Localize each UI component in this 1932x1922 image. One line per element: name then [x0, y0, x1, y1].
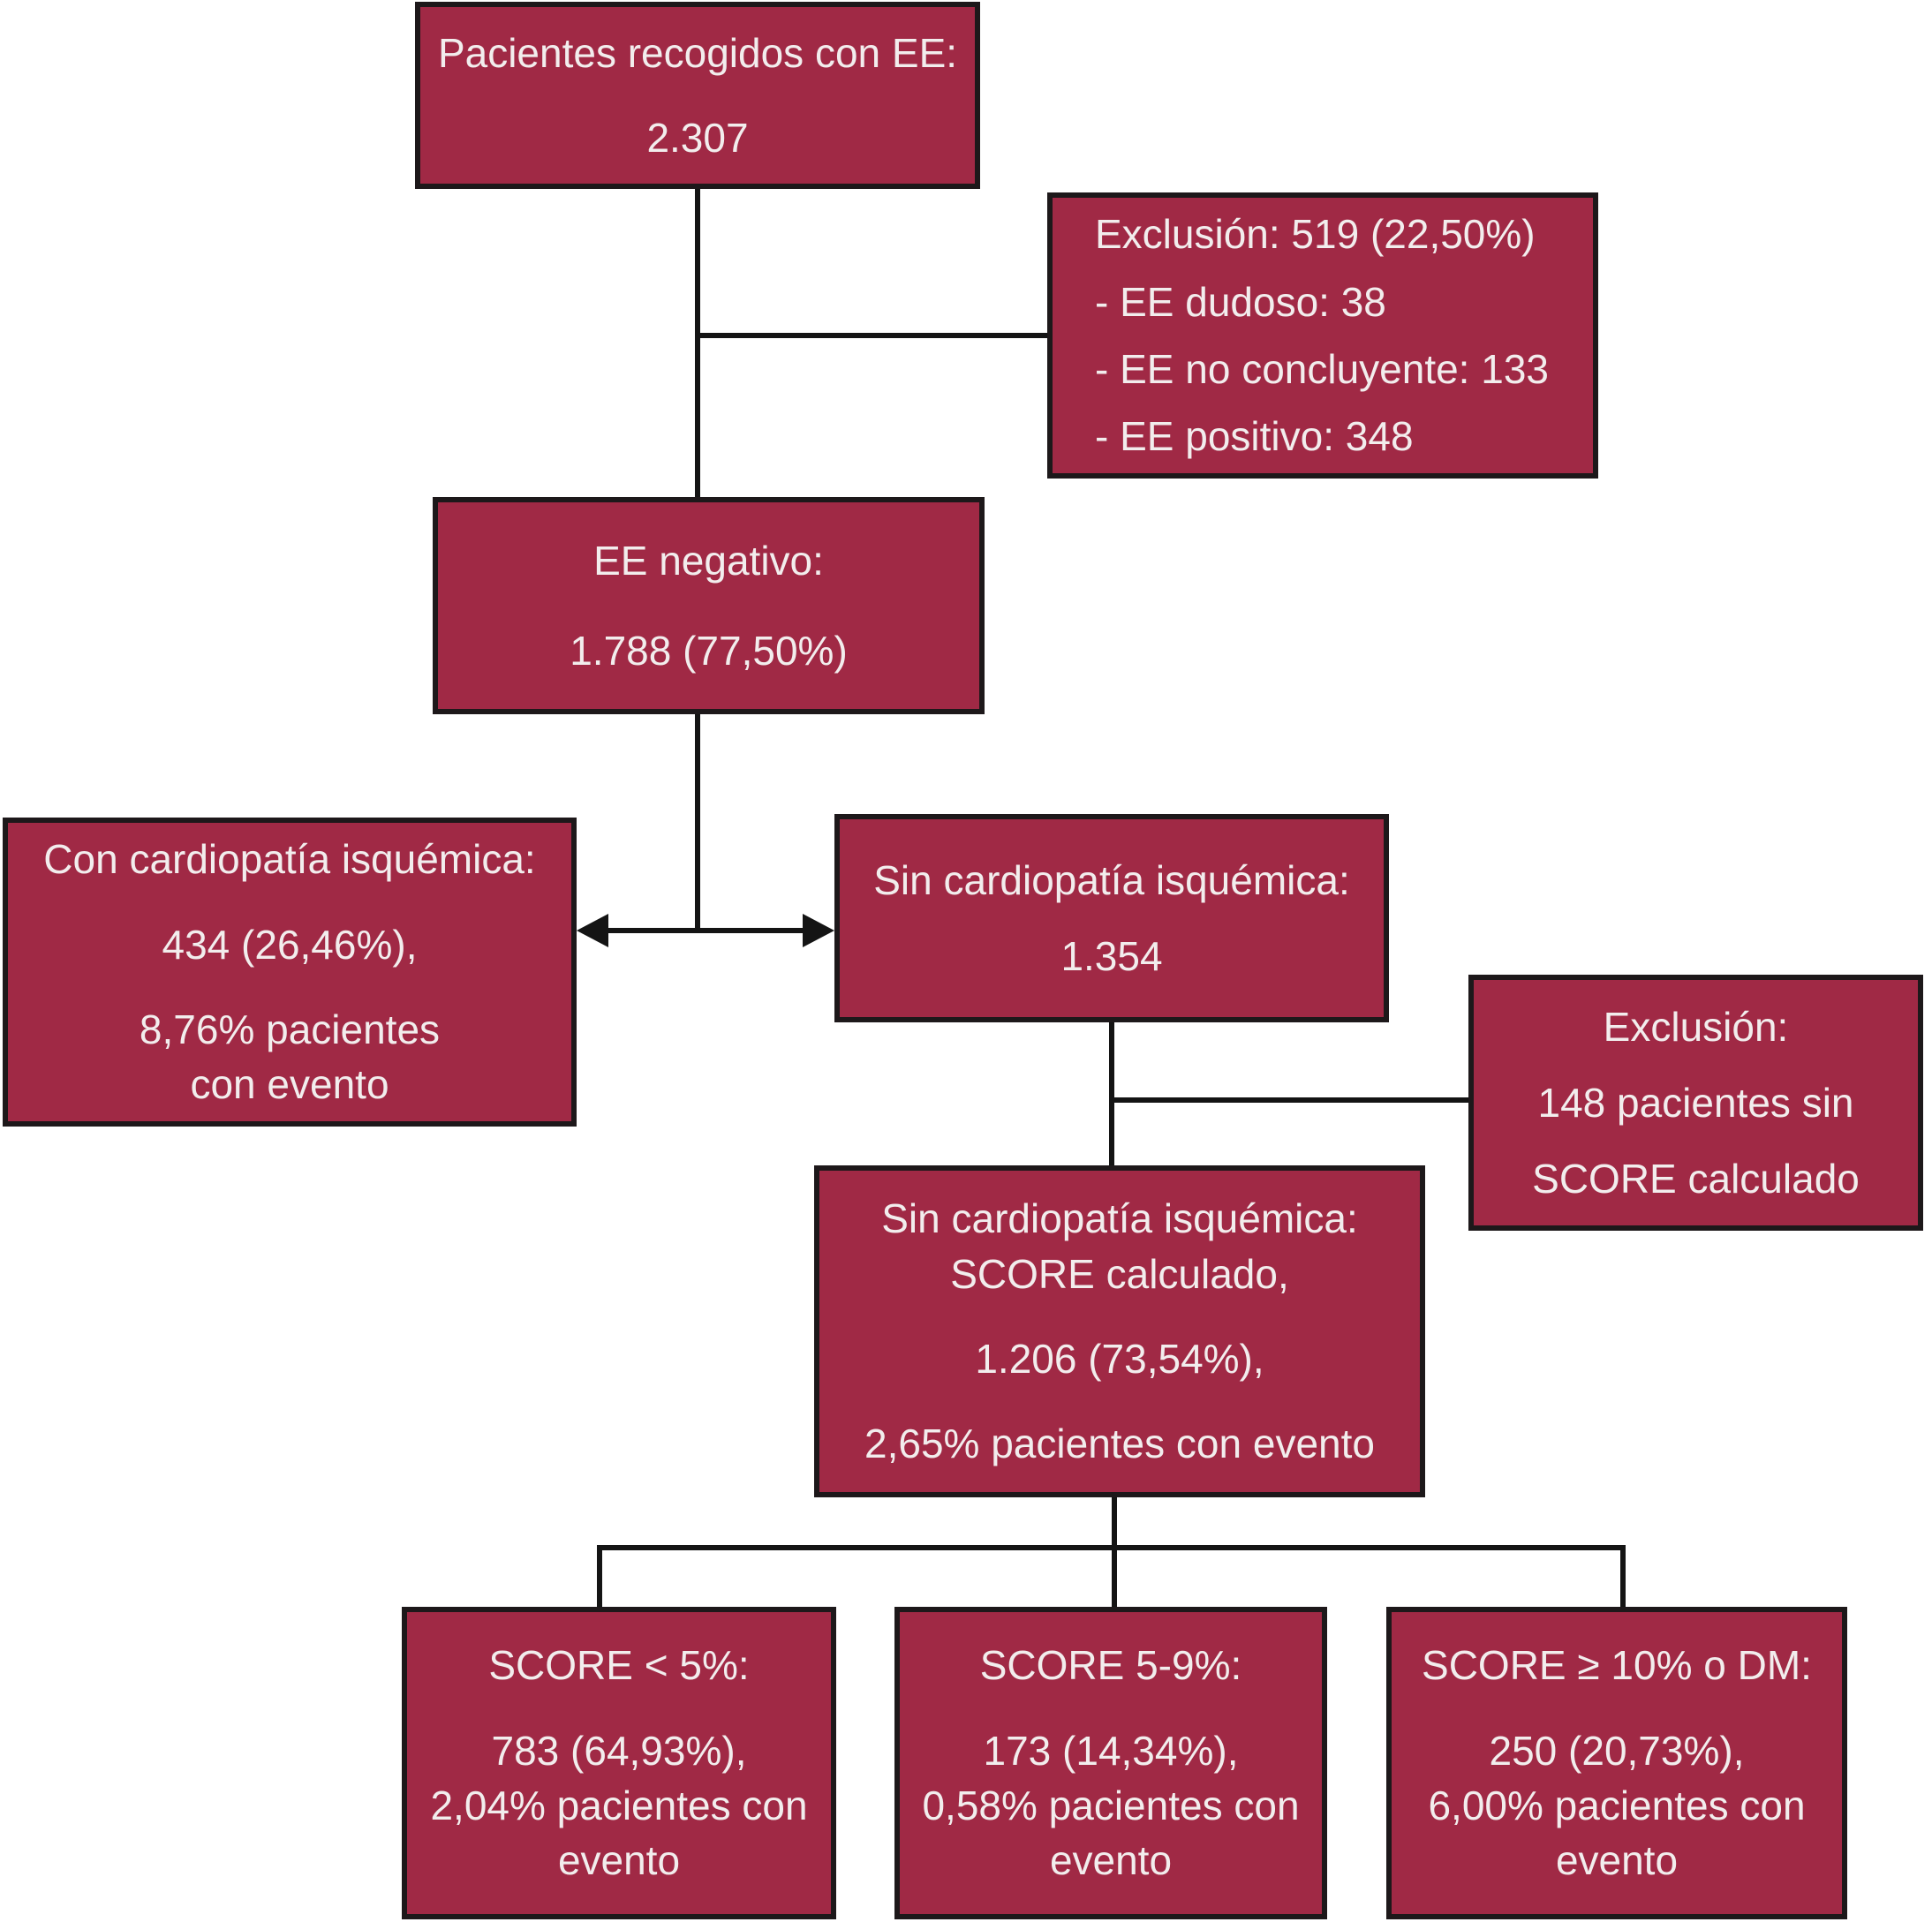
node-score-menor-5: SCORE < 5%: 783 (64,93%), 2,04% paciente…: [402, 1607, 836, 1919]
connector-eenegativo-down: [695, 712, 700, 932]
node-text-line: Sin cardiopatía isquémica:: [873, 856, 1350, 903]
node-sin-cardiopatia-score-calculado: Sin cardiopatía isquémica: SCORE calcula…: [814, 1165, 1425, 1497]
node-exclusion-ee: Exclusión: 519 (22,50%) - EE dudoso: 38 …: [1047, 192, 1598, 479]
connector-branch-exclusion2: [1112, 1097, 1468, 1103]
node-text-line: - EE positivo: 348: [1095, 413, 1414, 460]
arrow-right-icon: [803, 914, 834, 947]
node-text-line: SCORE ≥ 10% o DM:: [1422, 1642, 1812, 1689]
node-text-line: Exclusión:: [1603, 1003, 1789, 1050]
node-pacientes-recogidos: Pacientes recogidos con EE: 2.307: [415, 2, 980, 189]
connector-drop-score-low: [597, 1545, 602, 1609]
node-text-line: SCORE < 5%:: [488, 1642, 750, 1689]
node-text-line: 8,76% pacientes: [139, 1006, 441, 1052]
node-text-line: Sin cardiopatía isquémica:: [881, 1195, 1358, 1242]
node-text-line: evento: [1555, 1837, 1679, 1884]
node-score-mayor-10-o-dm: SCORE ≥ 10% o DM: 250 (20,73%), 6,00% pa…: [1386, 1607, 1847, 1919]
node-text-line: con evento: [190, 1061, 389, 1108]
node-text-line: 173 (14,34%),: [983, 1727, 1239, 1774]
arrow-left-icon: [577, 914, 608, 947]
node-text-line: 2.307: [646, 115, 749, 161]
connector-score-to-distributor: [1112, 1495, 1117, 1550]
node-text-line: - EE no concluyente: 133: [1095, 346, 1549, 392]
node-text-line: 148 pacientes sin: [1537, 1079, 1854, 1126]
node-text-line: 1.206 (73,54%),: [975, 1336, 1264, 1382]
node-text-line: Con cardiopatía isquémica:: [43, 836, 536, 883]
node-text-line: 2,04% pacientes con: [430, 1783, 808, 1828]
node-con-cardiopatia-isquemica: Con cardiopatía isquémica: 434 (26,46%),…: [3, 818, 577, 1127]
node-text-line: 0,58% pacientes con: [922, 1783, 1300, 1828]
connector-drop-score-high: [1620, 1545, 1626, 1609]
node-text-line: 1.354: [1060, 933, 1163, 979]
connector-distributor: [597, 1545, 1626, 1550]
node-exclusion-score: Exclusión: 148 pacientes sin SCORE calcu…: [1468, 975, 1923, 1231]
connector-sincardiopatia-to-score: [1109, 1020, 1114, 1168]
node-text-line: 434 (26,46%),: [162, 921, 418, 968]
node-text-line: evento: [1049, 1837, 1173, 1884]
node-text-line: SCORE calculado: [1532, 1156, 1860, 1202]
node-text-line: 783 (64,93%),: [491, 1727, 747, 1774]
node-text-line: SCORE 5-9%:: [979, 1642, 1242, 1689]
node-text-line: 1.788 (77,50%): [570, 628, 848, 674]
node-text-line: Pacientes recogidos con EE:: [437, 29, 958, 76]
node-text-line: 2,65% pacientes con evento: [864, 1421, 1375, 1467]
node-text-line: 250 (20,73%),: [1489, 1727, 1745, 1774]
connector-collected-to-eenegativo: [695, 189, 700, 500]
node-score-5-9: SCORE 5-9%: 173 (14,34%), 0,58% paciente…: [894, 1607, 1327, 1919]
node-text-line: - EE dudoso: 38: [1095, 278, 1386, 325]
node-text-line: 6,00% pacientes con: [1428, 1783, 1806, 1828]
connector-drop-score-mid: [1112, 1545, 1117, 1609]
node-text-line: EE negativo:: [593, 537, 824, 584]
node-ee-negativo: EE negativo: 1.788 (77,50%): [433, 497, 985, 714]
connector-double-arrow-shaft: [593, 928, 814, 933]
connector-branch-exclusion1: [698, 333, 1047, 338]
node-text-line: evento: [557, 1837, 681, 1884]
node-text-line: SCORE calculado,: [950, 1250, 1289, 1297]
node-sin-cardiopatia-isquemica: Sin cardiopatía isquémica: 1.354: [834, 814, 1389, 1022]
node-text-line: Exclusión: 519 (22,50%): [1095, 211, 1536, 258]
